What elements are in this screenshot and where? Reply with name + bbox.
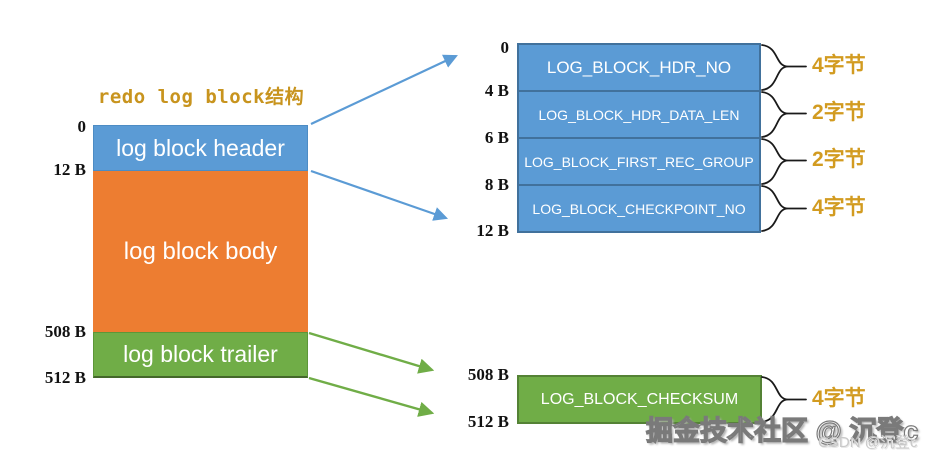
header-detail-offset-8b: 8 B — [484, 175, 509, 194]
overview-block-trailer: log block trailer — [93, 332, 308, 378]
header-detail-offset-6b: 6 B — [484, 128, 509, 147]
overview-block-body: log block body — [93, 171, 308, 332]
header-detail-size-first-rec-group: 2字节 — [812, 148, 866, 171]
header-detail-row-hdr-data-len: LOG_BLOCK_HDR_DATA_LEN — [517, 90, 761, 139]
brace-hdr-data-len — [761, 91, 807, 138]
header-detail-row-hdr-data-len-label: LOG_BLOCK_HDR_DATA_LEN — [538, 106, 740, 123]
header-detail-row-checkpoint-no-label: LOG_BLOCK_CHECKPOINT_NO — [532, 200, 746, 217]
trailer-detail-row-checksum: LOG_BLOCK_CHECKSUM — [517, 375, 762, 424]
brace-first-rec-group — [761, 138, 807, 185]
trailer-detail-offset-508b: 508 B — [467, 365, 509, 384]
trailer-detail-size-checksum: 4字节 — [812, 387, 866, 410]
header-detail-offset-4b: 4 B — [484, 81, 509, 100]
header-detail-size-checkpoint-no: 4字节 — [812, 196, 866, 219]
header-detail-row-hdr-no-label: LOG_BLOCK_HDR_NO — [546, 57, 732, 77]
overview-stack: log block header log block body log bloc… — [93, 125, 308, 378]
header-detail-size-hdr-no: 4字节 — [812, 54, 866, 77]
arrow-header-top — [310, 54, 458, 125]
diagram-title: redo log block结构 — [97, 86, 305, 108]
overview-offset-508b: 508 B — [44, 322, 86, 341]
header-detail-size-hdr-data-len: 2字节 — [812, 101, 866, 124]
trailer-detail-offset-512b: 512 B — [467, 412, 509, 431]
header-detail-row-first-rec-group: LOG_BLOCK_FIRST_REC_GROUP — [517, 137, 761, 186]
overview-offset-12b: 12 B — [53, 160, 86, 179]
arrow-header-bottom — [310, 169, 449, 221]
overview-block-body-label: log block body — [123, 237, 278, 265]
header-detail-offset-0: 0 — [500, 38, 510, 57]
overview-block-header: log block header — [93, 125, 308, 171]
watermark-secondary: CSDN @沉登c — [818, 434, 918, 451]
header-detail-row-first-rec-group-label: LOG_BLOCK_FIRST_REC_GROUP — [524, 153, 754, 170]
header-detail-offset-12b: 12 B — [476, 221, 509, 240]
header-detail-row-hdr-no: LOG_BLOCK_HDR_NO — [517, 43, 761, 92]
trailer-detail-row-checksum-label: LOG_BLOCK_CHECKSUM — [540, 390, 739, 408]
overview-offset-512b: 512 B — [44, 368, 86, 387]
arrow-trailer-bottom — [308, 376, 435, 417]
overview-offset-0: 0 — [77, 117, 87, 136]
arrow-trailer-top — [308, 331, 435, 374]
watermark-primary: 掘金技术社区 @ 沉登c — [645, 415, 919, 446]
overview-block-header-label: log block header — [116, 134, 285, 161]
overview-block-trailer-label: log block trailer — [123, 341, 278, 367]
header-detail-row-checkpoint-no: LOG_BLOCK_CHECKPOINT_NO — [517, 184, 761, 233]
brace-hdr-no — [761, 44, 807, 91]
brace-checkpoint-no — [761, 185, 807, 232]
